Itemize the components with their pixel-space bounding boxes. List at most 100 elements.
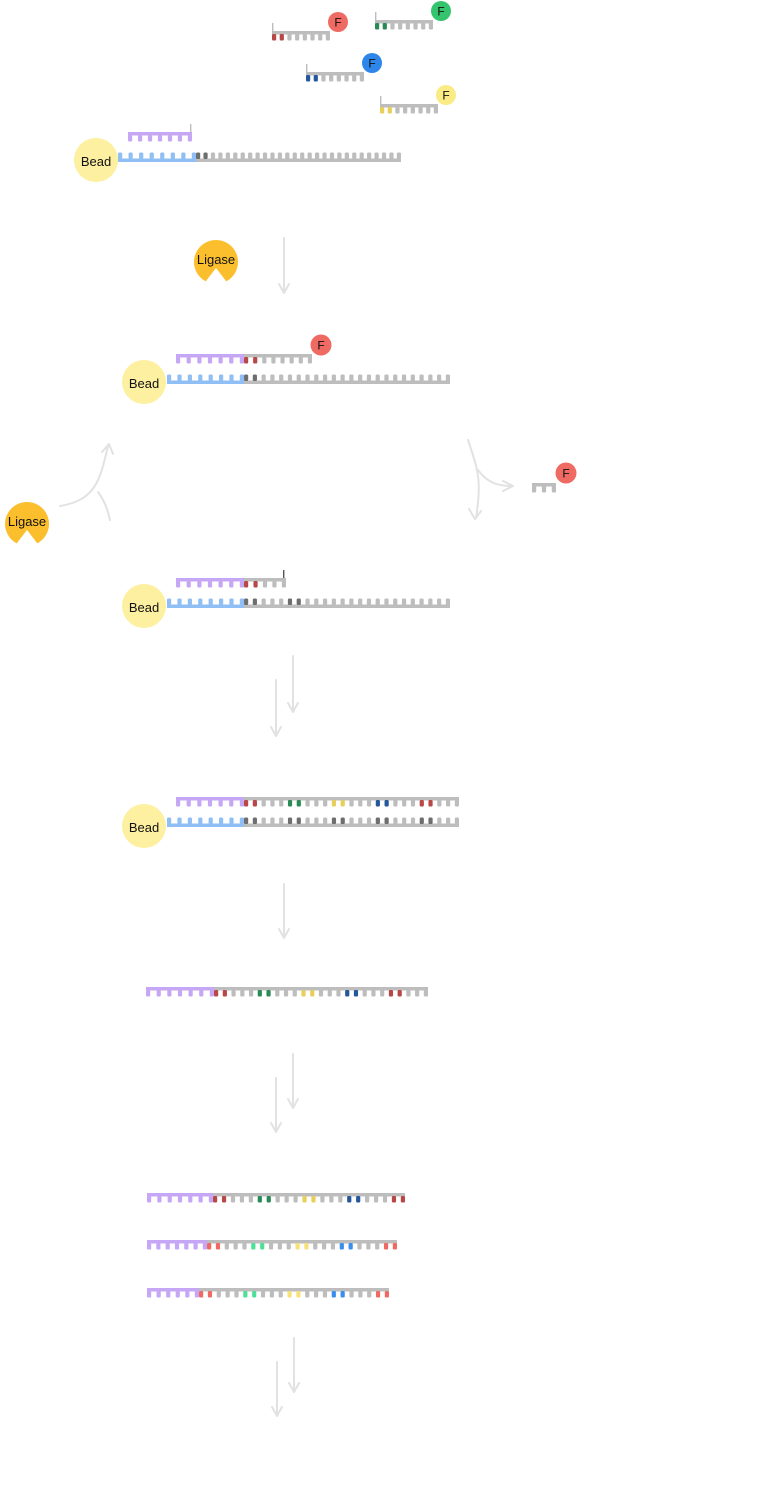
bead-complex-extended: Bead (122, 797, 459, 848)
strand-base (175, 1291, 180, 1298)
product-reads (147, 1193, 405, 1298)
strand-base (243, 1291, 248, 1298)
strand-backbone (128, 132, 192, 136)
strand-base (380, 107, 385, 114)
strand-base (251, 1243, 256, 1250)
strand-base (252, 800, 257, 807)
strand-base (244, 581, 249, 588)
strand-base (419, 374, 424, 381)
strand-base (352, 152, 357, 159)
strand-backbone (196, 158, 401, 162)
strand-base (266, 990, 271, 997)
strand-base (300, 152, 305, 159)
strand-base (344, 75, 349, 82)
strand-base (279, 598, 284, 605)
fluor-dot (310, 334, 332, 356)
strand-base (198, 598, 203, 605)
double-arrow-e-head (288, 1382, 300, 1393)
strand-base (384, 598, 389, 605)
strand-base (270, 817, 275, 824)
strand-base (437, 598, 442, 605)
strand-base (289, 357, 294, 364)
strand-base (207, 581, 213, 588)
strand-base (156, 1291, 161, 1298)
double-arrow-d-head (270, 1122, 282, 1133)
adapter-strand (167, 598, 244, 608)
strand-base (541, 486, 547, 493)
strand-base (187, 135, 192, 142)
strand-base (366, 598, 372, 605)
strand-base (156, 990, 161, 997)
strand-base (186, 581, 191, 588)
strand-base (340, 598, 345, 605)
strand-base (314, 800, 319, 807)
strand-base (375, 1291, 381, 1298)
strand-base (197, 800, 202, 807)
primer-strand (147, 1240, 207, 1250)
strand-base (389, 152, 394, 159)
strand-base (218, 581, 223, 588)
strand-base (349, 800, 354, 807)
product-read-1 (147, 1193, 405, 1203)
strand-base (244, 598, 249, 605)
ligase-body (5, 501, 50, 544)
strand-base (437, 374, 442, 381)
strand-base (268, 1243, 274, 1250)
ligase-body (194, 239, 238, 282)
strand-base (219, 598, 224, 605)
strand-base (313, 1243, 318, 1250)
strand-base (307, 357, 312, 364)
double-arrow-f-head (271, 1406, 283, 1417)
strand-base (375, 374, 380, 381)
fluor-label-red: F (310, 334, 332, 356)
adapter-strand (118, 152, 196, 162)
release-arrow-head (502, 480, 514, 492)
strand-base (366, 1243, 371, 1250)
strand-base (167, 598, 172, 605)
strand-base (271, 357, 276, 364)
strand-base (176, 581, 181, 588)
strand-base (248, 152, 253, 159)
strand-base (198, 1196, 203, 1203)
strand-base (257, 990, 262, 997)
strand-base (188, 1196, 193, 1203)
strand-base (437, 817, 442, 824)
strand-base (454, 800, 459, 807)
strand-base (393, 374, 398, 381)
strand-base (137, 135, 143, 142)
strand-base (253, 357, 258, 364)
strand-base (410, 800, 416, 807)
strand-base (336, 75, 341, 82)
strand-base (366, 374, 372, 381)
fluor-label-red: F (555, 462, 577, 484)
strand-backbone (207, 1240, 397, 1244)
strand-base (215, 1243, 221, 1250)
strand-base (257, 1196, 262, 1203)
strand-base (262, 581, 268, 588)
strand-base (446, 800, 451, 807)
strand-base (371, 990, 376, 997)
cycle-arrow-head (101, 443, 114, 455)
strand-base (421, 23, 426, 30)
strand-base (375, 800, 380, 807)
strand-base (323, 800, 328, 807)
strand-base (302, 1196, 307, 1203)
strand-base (262, 357, 267, 364)
strand-base (185, 1291, 190, 1298)
strand-base (252, 817, 257, 824)
strand-base (393, 598, 398, 605)
strand-base (327, 990, 332, 997)
strand-base (428, 598, 433, 605)
primer-strand (176, 797, 244, 807)
strand-base (314, 374, 319, 381)
strand-base (147, 1291, 152, 1298)
read-strand (213, 1193, 405, 1203)
strand-base (128, 152, 133, 159)
strand-base (348, 1243, 353, 1250)
strand-base (275, 1196, 280, 1203)
strand-base (374, 152, 379, 159)
arrow-head-2 (278, 928, 290, 939)
product-read-2 (147, 1240, 397, 1250)
strand-base (359, 75, 364, 82)
strand-base (375, 23, 380, 30)
